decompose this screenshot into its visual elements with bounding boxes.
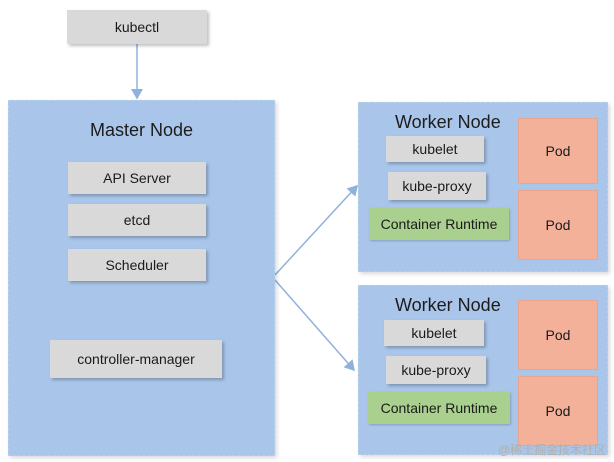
worker-1-container-runtime-box: Container Runtime (369, 208, 509, 240)
worker-1-kubelet-label: kubelet (412, 141, 458, 157)
controller-manager-label: controller-manager (77, 351, 195, 367)
worker-2-kube-proxy-label: kube-proxy (401, 362, 471, 378)
worker-2-pod-2: Pod (518, 376, 598, 446)
worker-1-container-runtime-label: Container Runtime (380, 216, 498, 232)
worker-1-pod-2: Pod (518, 190, 598, 260)
etcd-label: etcd (123, 212, 151, 228)
worker-2-kubelet-box: kubelet (384, 320, 484, 346)
worker-node-1-title: Worker Node (395, 112, 501, 132)
watermark: @稀土掘金技术社区 (497, 443, 606, 457)
worker-1-pod-1: Pod (518, 118, 598, 184)
worker-2-container-runtime-label: Container Runtime (380, 400, 498, 416)
master-node-title: Master Node (89, 120, 194, 140)
api-server-box: API Server (68, 162, 206, 194)
scheduler-label: Scheduler (105, 257, 169, 273)
controller-manager-box: controller-manager (50, 340, 222, 378)
api-server-label: API Server (103, 170, 171, 186)
worker-1-pod-1-label: Pod (545, 143, 571, 159)
worker-2-pod-1: Pod (518, 300, 598, 370)
worker-1-pod-2-label: Pod (545, 217, 571, 233)
scheduler-box: Scheduler (68, 249, 206, 281)
arrow-master-to-worker-1 (274, 184, 359, 276)
kubectl-box: kubectl (67, 10, 207, 44)
worker-node-2-title: Worker Node (395, 295, 501, 315)
worker-1-kube-proxy-box: kube-proxy (388, 172, 486, 200)
worker-2-pod-1-label: Pod (545, 327, 571, 343)
worker-1-kubelet-box: kubelet (386, 136, 484, 162)
worker-2-kubelet-label: kubelet (411, 325, 457, 341)
worker-2-kube-proxy-box: kube-proxy (386, 356, 486, 384)
kubectl-label: kubectl (114, 19, 160, 35)
etcd-box: etcd (68, 204, 206, 236)
worker-2-pod-2-label: Pod (545, 403, 571, 419)
arrow-master-to-worker-2 (274, 279, 355, 372)
worker-1-kube-proxy-label: kube-proxy (402, 178, 472, 194)
worker-2-container-runtime-box: Container Runtime (368, 392, 510, 424)
